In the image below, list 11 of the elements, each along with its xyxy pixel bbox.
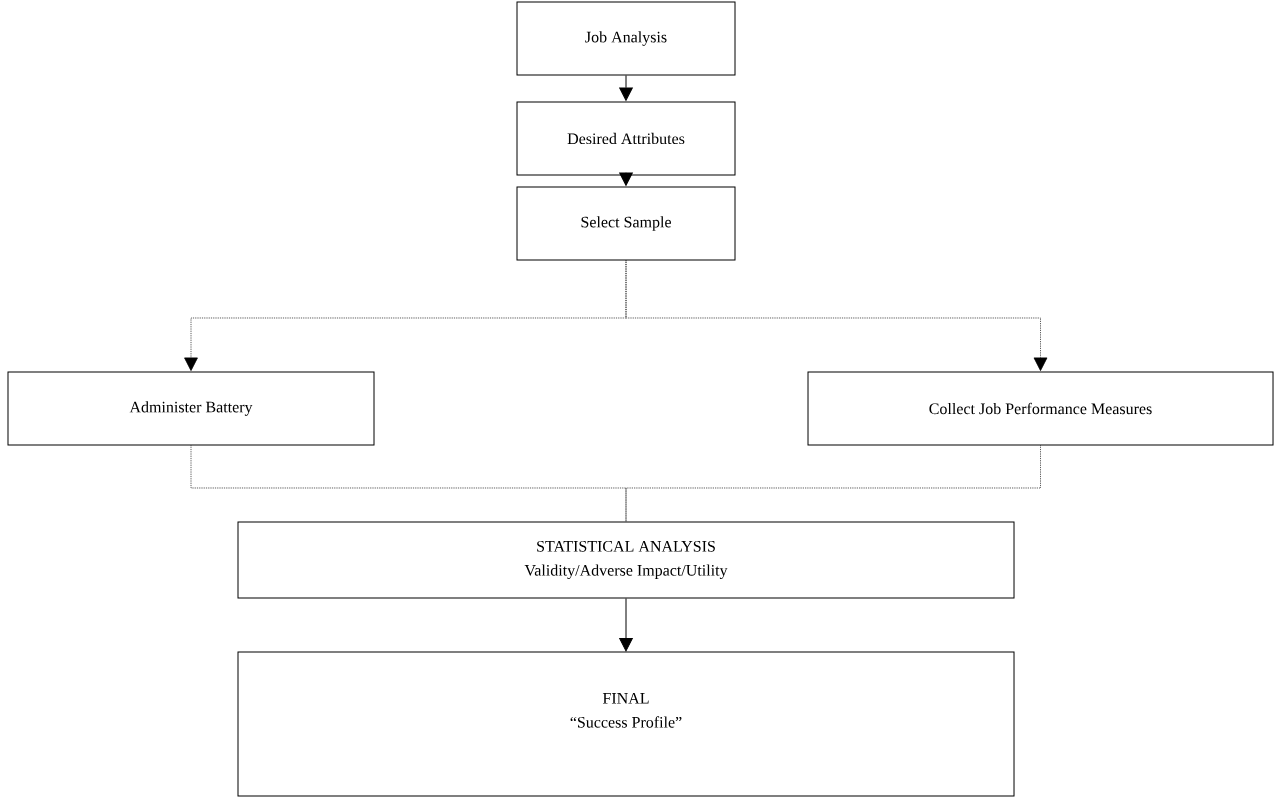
process-box: Select Sample [516, 186, 736, 261]
arrow [625, 260, 1048, 371]
process-box: Collect Job Performance Measures [807, 371, 1274, 446]
arrow [619, 172, 633, 186]
process-box: Administer Battery [7, 371, 375, 446]
process-box: Job Analysis [516, 1, 736, 76]
arrow [619, 598, 633, 652]
process-box: FINAL “Success Profile” [237, 651, 1015, 797]
process-box: STATISTICAL ANALYSIS Validity/Adverse Impact/Utility [237, 521, 1015, 599]
arrow [619, 75, 633, 101]
process-box: Desired Attributes [516, 101, 736, 176]
